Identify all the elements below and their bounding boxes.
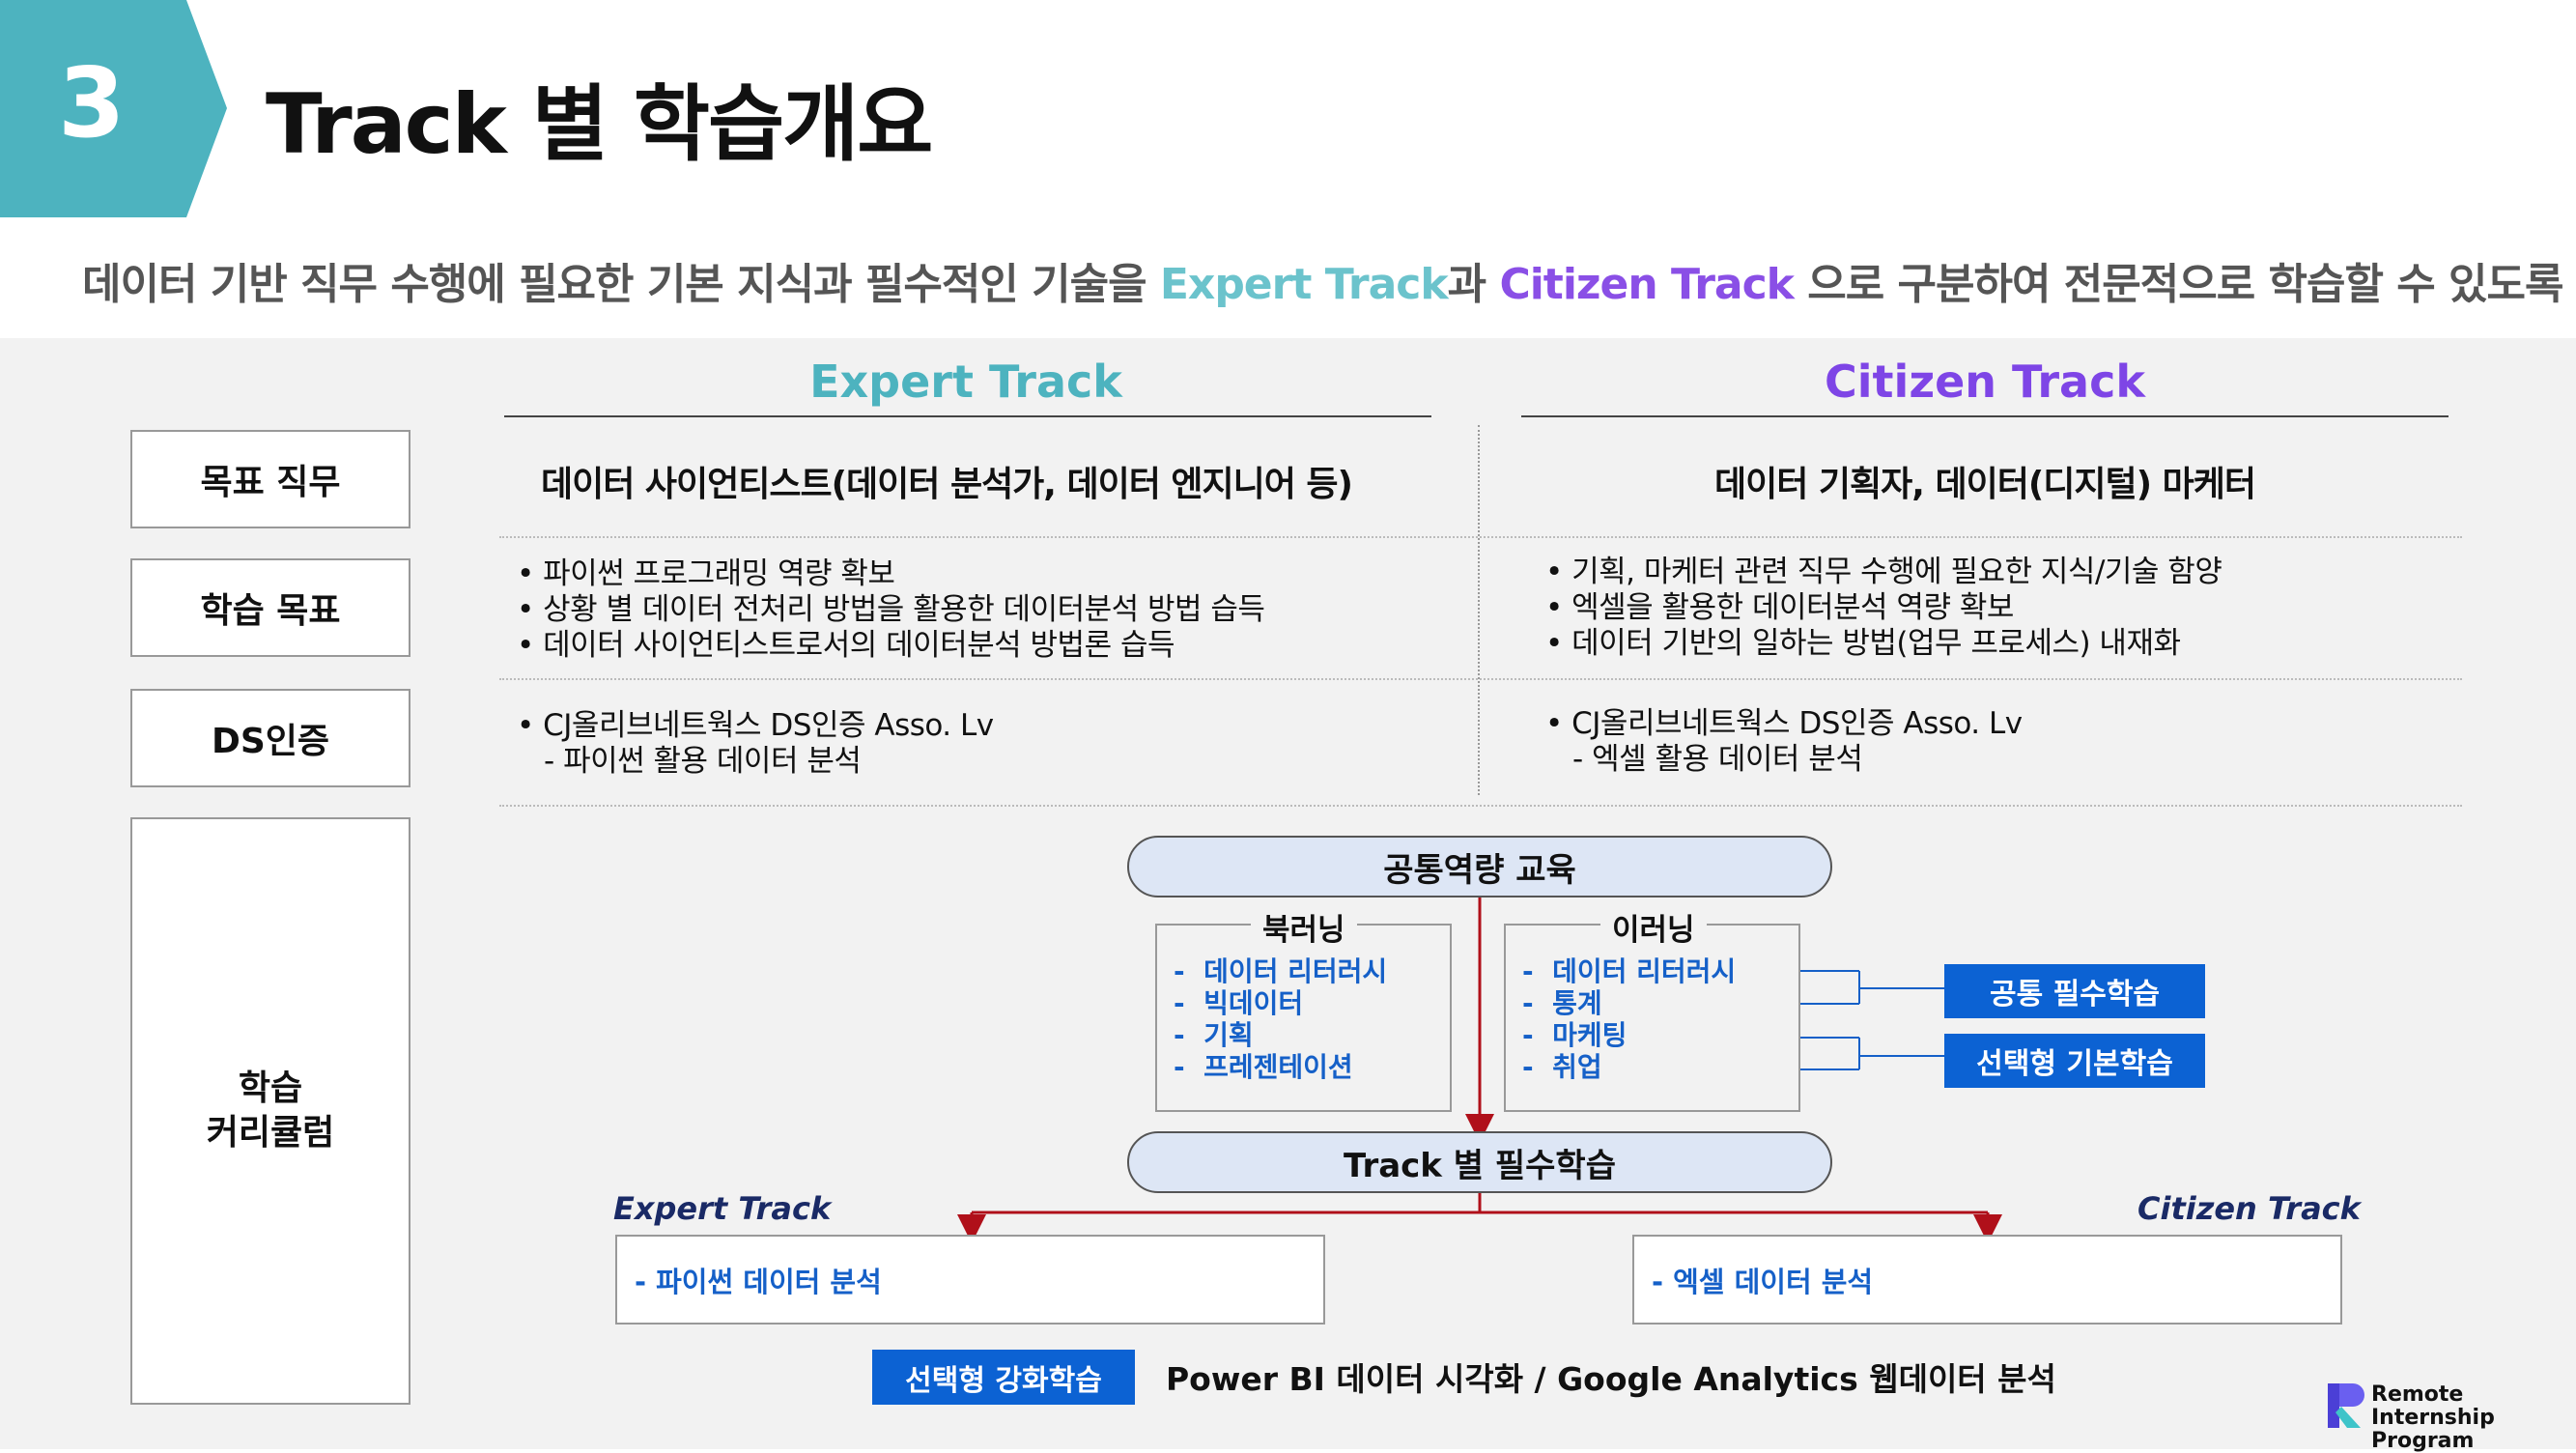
curriculum-citizen-label: Citizen Track: [2137, 1190, 2361, 1227]
subtitle-expert: Expert Track: [1159, 260, 1449, 309]
program-logo-icon: [2328, 1383, 2364, 1428]
track-required-pill: Track 별 필수학습: [1127, 1131, 1832, 1193]
common-competency-pill: 공통역량 교육: [1127, 836, 1832, 897]
logo-line-2: Program: [2371, 1429, 2475, 1453]
citizen-required-box: - 엑셀 데이터 분석: [1632, 1235, 2342, 1325]
elective-advanced-badge: 선택형 강화학습: [872, 1350, 1135, 1405]
page-title: Track 별 학습개요: [266, 76, 933, 173]
subtitle-text-3: 으로 구분하여 전문적으로 학습할 수 있도록 구성: [1793, 260, 2576, 309]
subtitle-citizen: Citizen Track: [1499, 260, 1794, 309]
row-divider-2: [499, 678, 2462, 680]
expert-track-heading: Expert Track: [809, 356, 1122, 408]
expert-heading-underline: [504, 415, 1431, 417]
expert-required-box: - 파이썬 데이터 분석: [615, 1235, 1325, 1325]
label-ds-cert: DS인증: [130, 689, 410, 787]
booklearning-box: [1155, 924, 1452, 1112]
common-required-badge: 공통 필수학습: [1944, 964, 2205, 1018]
booklearning-items: - 데이터 리터러시 - 빅데이터 - 기획 - 프레젠테이션: [1174, 955, 1388, 1083]
elearning-box: [1504, 924, 1800, 1112]
subtitle-text-2: 과: [1447, 260, 1500, 309]
ds-cert-expert: • CJ올리브네트웍스 DS인증 Asso. Lv - 파이썬 활용 데이터 분…: [517, 708, 994, 779]
citizen-track-heading: Citizen Track: [1825, 356, 2145, 408]
section-number: 3: [58, 46, 126, 159]
label-learning-goal: 학습 목표: [130, 558, 410, 657]
citizen-heading-underline: [1521, 415, 2449, 417]
advanced-description: Power BI 데이터 시각화 / Google Analytics 웹데이터…: [1166, 1360, 2056, 1398]
column-divider: [1478, 425, 1480, 795]
page-subtitle: 데이터 기반 직무 수행에 필요한 기본 지식과 필수적인 기술을 Expert…: [82, 249, 2576, 311]
label-goal-job: 목표 직무: [130, 430, 410, 528]
elearning-label: 이러닝: [1600, 905, 1707, 949]
goal-job-citizen: 데이터 기획자, 데이터(디지털) 마케터: [1714, 465, 2256, 504]
elective-basic-badge: 선택형 기본학습: [1944, 1034, 2205, 1088]
goal-job-expert: 데이터 사이언티스트(데이터 분석가, 데이터 엔지니어 등): [540, 465, 1353, 504]
elearning-items: - 데이터 리터러시 - 통계 - 마케팅 - 취업: [1522, 955, 1737, 1083]
label-curriculum: 학습 커리큘럼: [130, 817, 410, 1405]
booklearning-label: 북러닝: [1251, 905, 1357, 949]
learning-goal-citizen: • 기획, 마케터 관련 직무 수행에 필요한 지식/기술 함양 • 엑셀을 활…: [1545, 555, 2222, 661]
row-divider-1: [499, 536, 2462, 538]
row-divider-3: [499, 805, 2462, 807]
ds-cert-citizen: • CJ올리브네트웍스 DS인증 Asso. Lv - 엑셀 활용 데이터 분석: [1545, 706, 2023, 777]
section-badge: [0, 0, 227, 217]
subtitle-text-1: 데이터 기반 직무 수행에 필요한 기본 지식과 필수적인 기술을: [82, 260, 1160, 309]
program-logo-text: Remote Internship Program: [2371, 1383, 2576, 1453]
curriculum-expert-label: Expert Track: [613, 1190, 832, 1227]
logo-line-1: Remote Internship: [2371, 1382, 2495, 1430]
learning-goal-expert: • 파이썬 프로그래밍 역량 확보 • 상황 별 데이터 전처리 방법을 활용한…: [517, 556, 1265, 663]
